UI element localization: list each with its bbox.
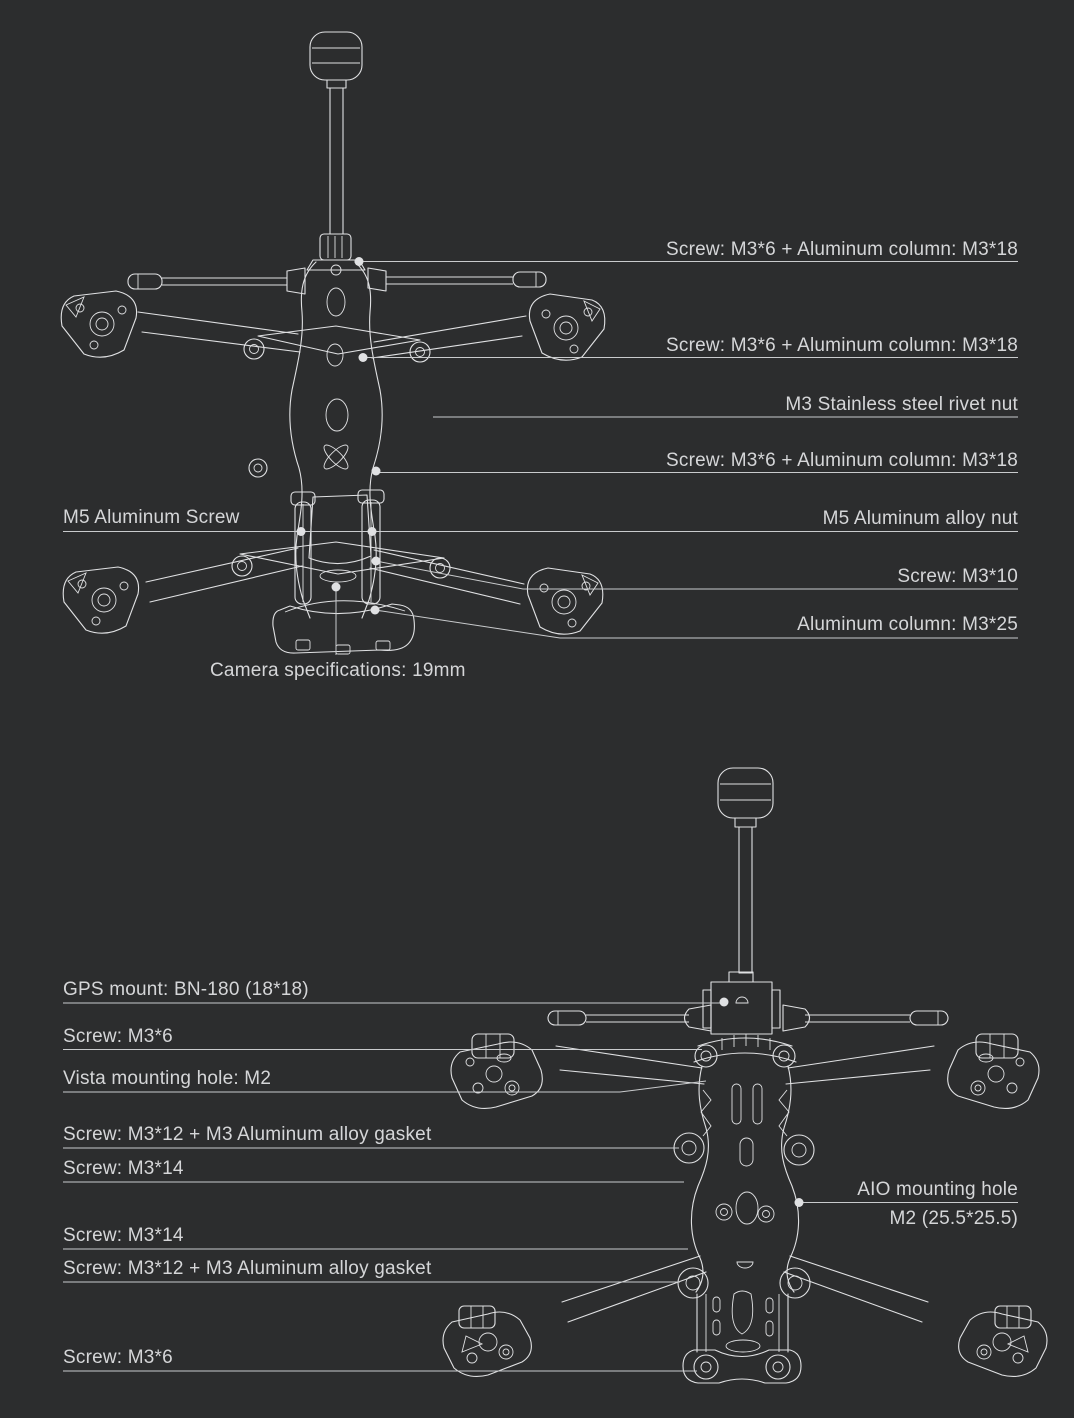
label-screw-m3-6-top: Screw: M3*6	[63, 1026, 173, 1047]
arm-lower-right	[369, 549, 604, 635]
label-screw-aluminum-column-mid: Screw: M3*6 + Aluminum column: M3*18	[666, 335, 1018, 356]
label-screw-m3-12-gasket-bottom: Screw: M3*12 + M3 Aluminum alloy gasket	[63, 1258, 432, 1279]
label-aluminum-column-m3-25: Aluminum column: M3*25	[797, 614, 1018, 635]
label-m5-aluminum-screw: M5 Aluminum Screw	[63, 507, 240, 528]
label-gps-mount: GPS mount: BN-180 (18*18)	[63, 979, 309, 1000]
antenna-icon	[717, 767, 774, 974]
label-screw-m3-10: Screw: M3*10	[897, 566, 1018, 587]
label-aio-mounting-hole: AIO mounting hole	[857, 1179, 1018, 1200]
label-camera-specifications: Camera specifications: 19mm	[210, 660, 466, 681]
label-screw-aluminum-column-top: Screw: M3*6 + Aluminum column: M3*18	[666, 239, 1018, 260]
fuselage	[231, 233, 451, 619]
label-screw-m3-14-bottom: Screw: M3*14	[63, 1225, 184, 1246]
arm-upper-left	[60, 290, 301, 358]
arm-upper-left	[450, 1033, 705, 1109]
label-aio-size: M2 (25.5*25.5)	[889, 1208, 1018, 1229]
top-drone-drawing	[60, 31, 606, 655]
airframe-bottom	[673, 1034, 815, 1384]
arm-lower-right	[783, 1255, 1048, 1377]
label-rivet-nut: M3 Stainless steel rivet nut	[785, 394, 1018, 415]
label-m5-alloy-nut: M5 Aluminum alloy nut	[822, 508, 1018, 529]
bottom-drone-drawing	[442, 767, 1048, 1384]
label-screw-m3-14-top: Screw: M3*14	[63, 1158, 184, 1179]
antenna-icon	[309, 31, 363, 235]
arm-upper-right	[785, 1033, 1040, 1109]
arm-lower-left	[62, 547, 303, 634]
label-vista-mounting-hole: Vista mounting hole: M2	[63, 1068, 272, 1089]
label-screw-m3-12-gasket-top: Screw: M3*12 + M3 Aluminum alloy gasket	[63, 1124, 432, 1145]
leader-lines	[63, 257, 1018, 1372]
antenna-tube-icon	[127, 267, 547, 295]
arm-upper-right	[371, 293, 606, 361]
label-screw-m3-6-bottom: Screw: M3*6	[63, 1347, 173, 1368]
antenna-tube-icon	[547, 1004, 949, 1032]
arm-lower-left	[442, 1255, 707, 1377]
label-screw-aluminum-column-low: Screw: M3*6 + Aluminum column: M3*18	[666, 450, 1018, 471]
camera-cage	[272, 489, 415, 655]
